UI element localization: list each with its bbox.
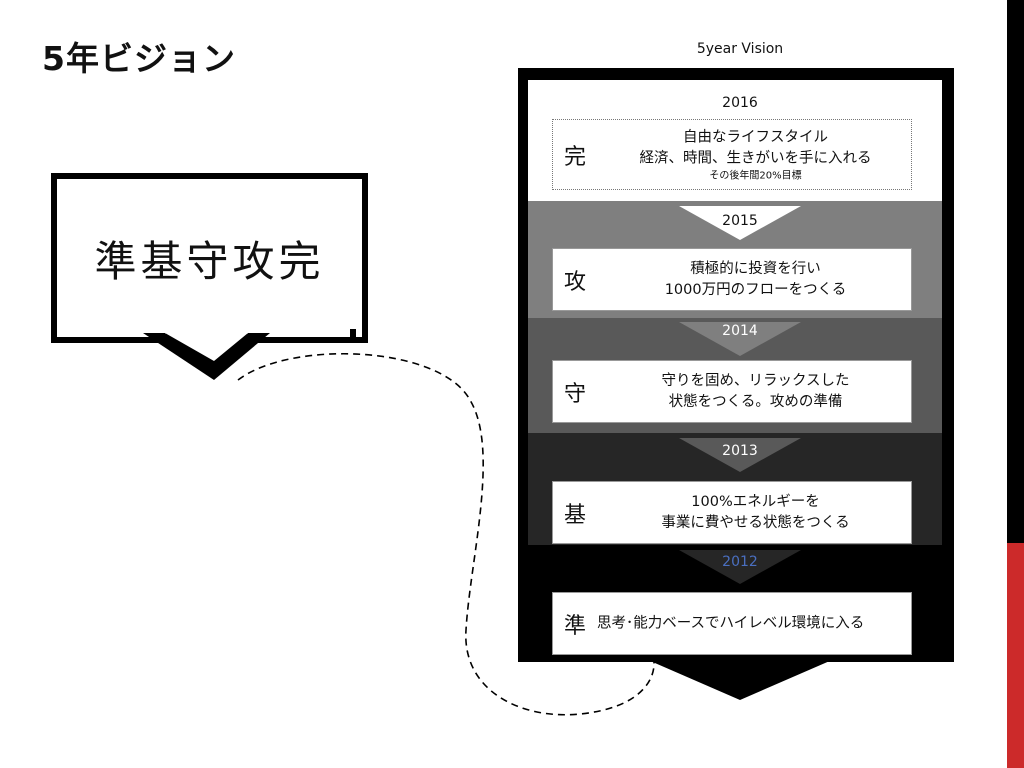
stage-card: 守 守りを固め、リラックスした 状態をつくる。攻めの準備 — [552, 360, 912, 423]
arrow-2014 — [679, 322, 801, 356]
arrow-2012 — [679, 550, 801, 584]
stage-line: 状態をつくる。攻めの準備 — [668, 393, 843, 410]
year-label: 2014 — [722, 323, 758, 339]
stage-line: 1000万円のフローをつくる — [664, 281, 847, 298]
stage-line: 事業に費やせる状態をつくる — [661, 514, 850, 531]
stage-text: 100%エネルギーを 事業に費やせる状態をつくる — [608, 492, 903, 534]
stage-card: 準 思考･能力ベースでハイレベル環境に入る — [552, 592, 912, 655]
stage-card: 基 100%エネルギーを 事業に費やせる状態をつくる — [552, 481, 912, 544]
stage-line: 経済、時間、生きがいを手に入れる — [639, 150, 872, 166]
arrow-2013 — [679, 438, 801, 472]
stage-line: 守りを固め、リラックスした — [661, 372, 850, 389]
stage-text: 思考･能力ベースでハイレベル環境に入る — [597, 613, 903, 634]
stage-text: 自由なライフスタイル 経済、時間、生きがいを手に入れる その後年間20%目標 — [608, 127, 903, 182]
stage-key: 攻 — [564, 269, 587, 295]
year-label: 2015 — [722, 213, 758, 229]
callout-text: 準基守攻完 — [94, 236, 325, 286]
year-label: 2012 — [722, 554, 758, 570]
stage-line: 100%エネルギーを — [691, 493, 820, 510]
right-edge-accent-bar — [1007, 543, 1024, 768]
stage-text: 積極的に投資を行い 1000万円のフローをつくる — [608, 259, 903, 301]
slide-title: 5年ビジョン — [42, 39, 236, 78]
year-label: 2013 — [722, 443, 758, 459]
stage-text: 守りを固め、リラックスした 状態をつくる。攻めの準備 — [608, 371, 903, 413]
bottom-arrow — [648, 660, 832, 700]
callout-pointer-inner — [165, 333, 248, 361]
stage-card: 攻 積極的に投資を行い 1000万円のフローをつくる — [552, 248, 912, 311]
vision-label: 5year Vision — [696, 41, 784, 57]
stage-card: 完 自由なライフスタイル 経済、時間、生きがいを手に入れる その後年間20%目標 — [552, 119, 912, 190]
dashed-connector — [237, 353, 655, 716]
right-edge-bar — [1007, 0, 1024, 543]
year-label: 2016 — [722, 95, 758, 111]
stage-key: 準 — [564, 613, 587, 639]
stage-key: 基 — [564, 502, 587, 528]
stage-key: 完 — [564, 144, 587, 170]
stage-key: 守 — [564, 381, 587, 407]
arrow-2015 — [679, 206, 801, 240]
stage-sub: その後年間20%目標 — [709, 170, 802, 181]
stage-line: 積極的に投資を行い — [690, 260, 821, 277]
stage-line: 思考･能力ベースでハイレベル環境に入る — [597, 615, 865, 631]
stage-line: 自由なライフスタイル — [683, 129, 828, 145]
